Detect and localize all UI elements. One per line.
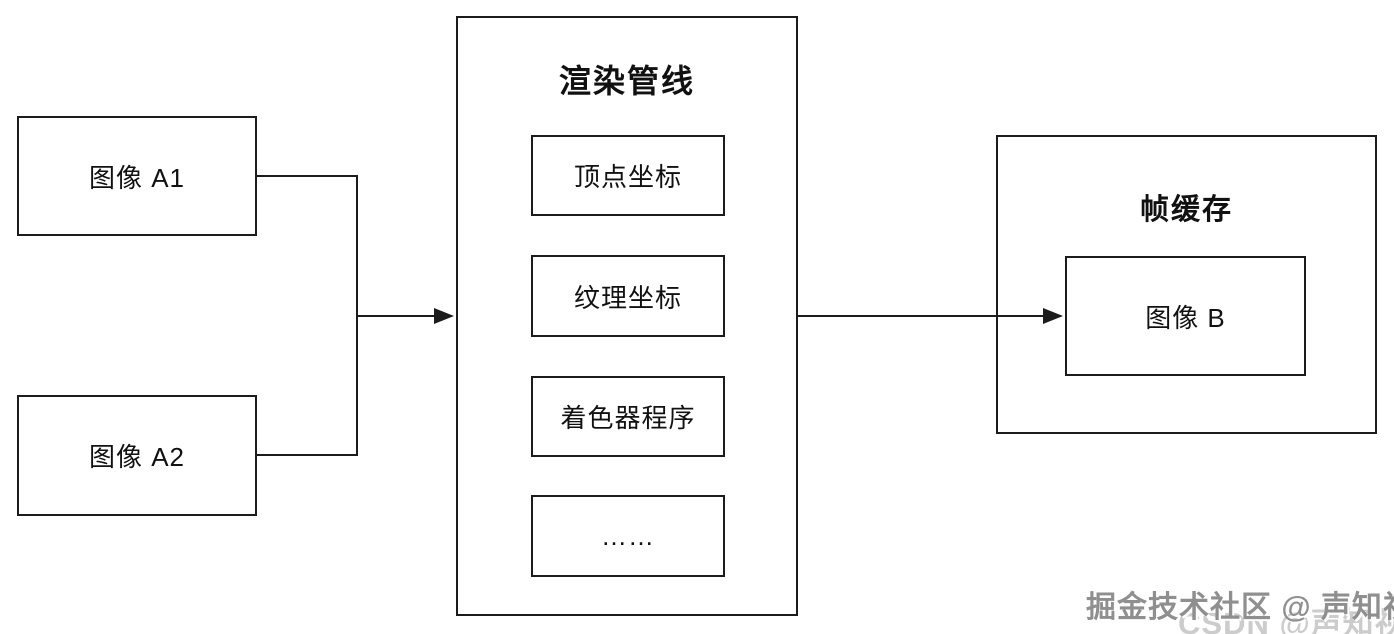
- pipeline-stage-label: 顶点坐标: [573, 162, 682, 192]
- node-image-a1: 图像 A1: [17, 116, 257, 236]
- node-image-b-label: 图像 B: [1145, 302, 1226, 333]
- pipeline-title: 渲染管线: [558, 63, 695, 99]
- pipeline-stage-shader-program: 着色器程序: [531, 376, 725, 457]
- node-image-a1-label: 图像 A1: [88, 162, 186, 193]
- framebuffer-title: 帧缓存: [1139, 194, 1233, 226]
- connector-a1-a2-merge: [257, 175, 358, 456]
- pipeline-stage-label: ……: [601, 520, 655, 551]
- pipeline-stage-label: 着色器程序: [560, 403, 696, 433]
- pipeline-container: [456, 16, 798, 616]
- watermark-csdn: CSDN @声知视界: [1178, 606, 1394, 634]
- node-image-b: 图像 B: [1065, 256, 1306, 376]
- pipeline-stage-label: 纹理坐标: [573, 282, 682, 313]
- pipeline-stage-vertex-coords: 顶点坐标: [531, 135, 725, 216]
- pipeline-stage-ellipsis: ……: [531, 495, 725, 577]
- framebuffer-container: [996, 135, 1377, 434]
- node-image-a2-label: 图像 A2: [88, 442, 186, 472]
- pipeline-stage-texture-coords: 纹理坐标: [531, 255, 725, 337]
- node-image-a2: 图像 A2: [17, 395, 257, 516]
- watermark-juejin: 掘金技术社区 @ 声知视界: [1086, 591, 1394, 624]
